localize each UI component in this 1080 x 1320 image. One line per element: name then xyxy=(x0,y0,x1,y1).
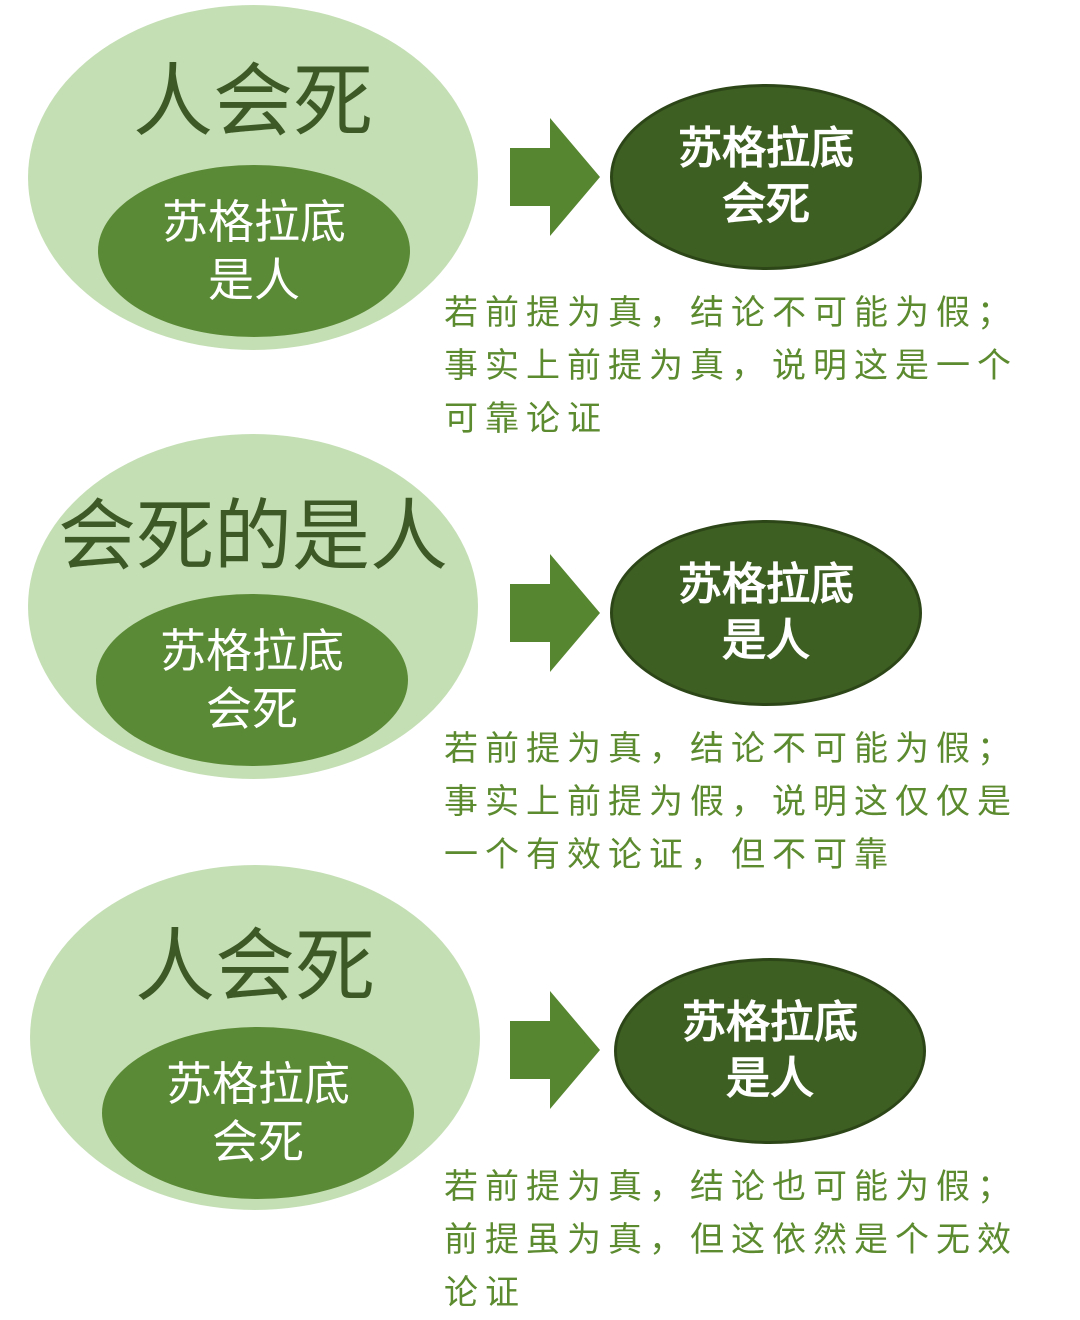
implies-arrow-icon xyxy=(510,991,600,1109)
minor-premise-ellipse: 苏格拉底 会死 xyxy=(102,1027,414,1199)
argument-note: 若前提为真，结论不可能为假； 事实上前提为真，说明这是一个 可靠论证 xyxy=(444,293,1018,439)
implies-arrow-icon xyxy=(510,118,600,236)
major-premise-text: 会死的是人 xyxy=(57,492,448,582)
minor-premise-ellipse: 苏格拉底 会死 xyxy=(96,594,408,766)
argument-row-3: 人会死 苏格拉底 会死 苏格拉底 是人 若前提为真，结论也可能为假； 前提虽为真… xyxy=(0,865,1080,1313)
minor-premise-ellipse: 苏格拉底 是人 xyxy=(98,165,410,337)
minor-premise-text: 苏格拉底 会死 xyxy=(166,1057,350,1169)
conclusion-ellipse: 苏格拉底 是人 xyxy=(610,520,922,706)
conclusion-text: 苏格拉底 是人 xyxy=(682,997,858,1104)
conclusion-ellipse: 苏格拉底 会死 xyxy=(610,84,922,270)
argument-note: 若前提为真，结论不可能为假； 事实上前提为假，说明这仅仅是 一个有效论证，但不可… xyxy=(444,729,1018,875)
conclusion-ellipse: 苏格拉底 是人 xyxy=(614,958,926,1144)
argument-note: 若前提为真，结论也可能为假； 前提虽为真，但这依然是个无效 论证 xyxy=(444,1167,1018,1313)
argument-row-1: 人会死 苏格拉底 是人 苏格拉底 会死 若前提为真，结论不可能为假； 事实上前提… xyxy=(0,0,1080,440)
conclusion-text: 苏格拉底 是人 xyxy=(678,559,854,666)
implies-arrow-icon xyxy=(510,554,600,672)
minor-premise-text: 苏格拉底 会死 xyxy=(160,624,344,736)
argument-row-2: 会死的是人 苏格拉底 会死 苏格拉底 是人 若前提为真，结论不可能为假； 事实上… xyxy=(0,430,1080,875)
conclusion-text: 苏格拉底 会死 xyxy=(678,123,854,230)
major-premise-text: 人会死 xyxy=(135,920,375,1013)
major-premise-text: 人会死 xyxy=(133,55,373,148)
minor-premise-text: 苏格拉底 是人 xyxy=(162,195,346,307)
